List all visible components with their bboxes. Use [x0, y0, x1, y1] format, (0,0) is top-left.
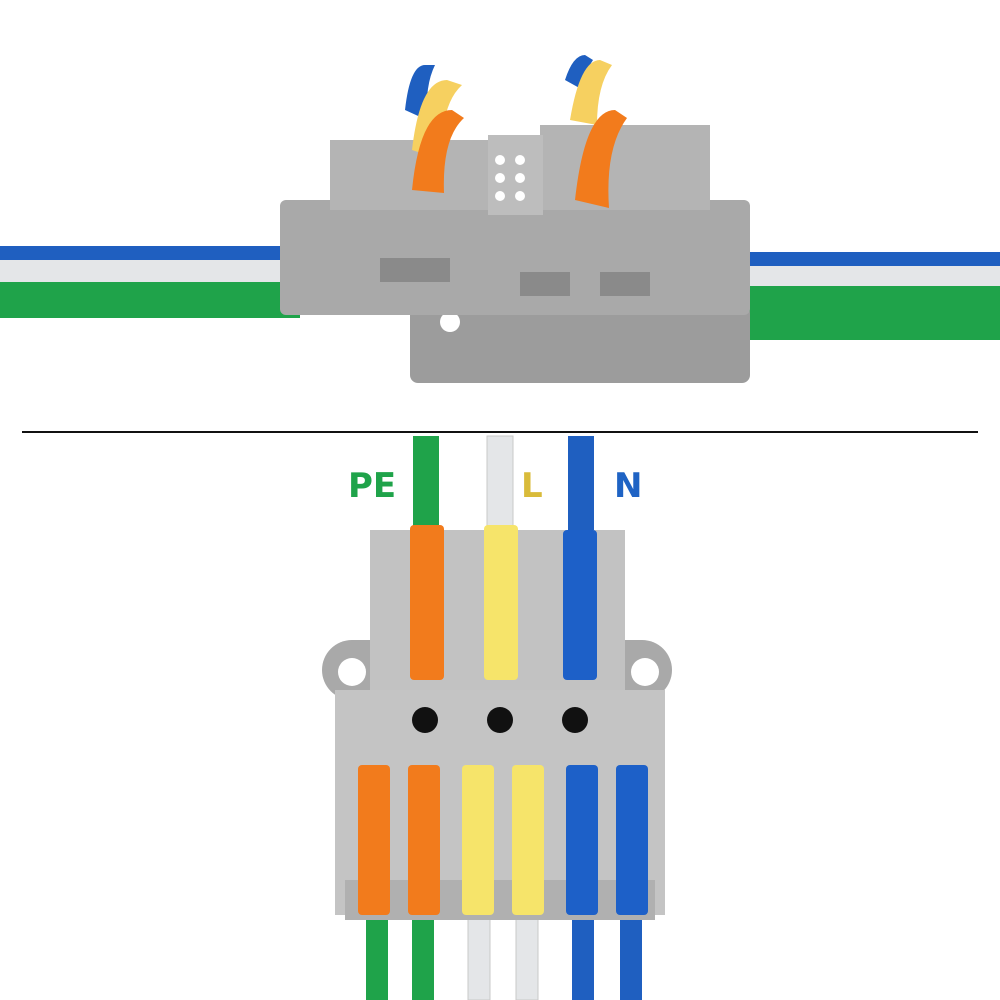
- lever-pe-input: [410, 525, 444, 680]
- label-n: N: [614, 466, 643, 506]
- label-l: L: [521, 466, 543, 506]
- top-connector: [280, 55, 750, 383]
- lever-n-input: [563, 530, 597, 680]
- top-wires: [0, 246, 1000, 340]
- bottom-connector: [322, 525, 672, 920]
- label-pe: PE: [348, 466, 397, 506]
- lever-l-input: [484, 525, 518, 680]
- bottom-input-wires: [366, 435, 642, 1000]
